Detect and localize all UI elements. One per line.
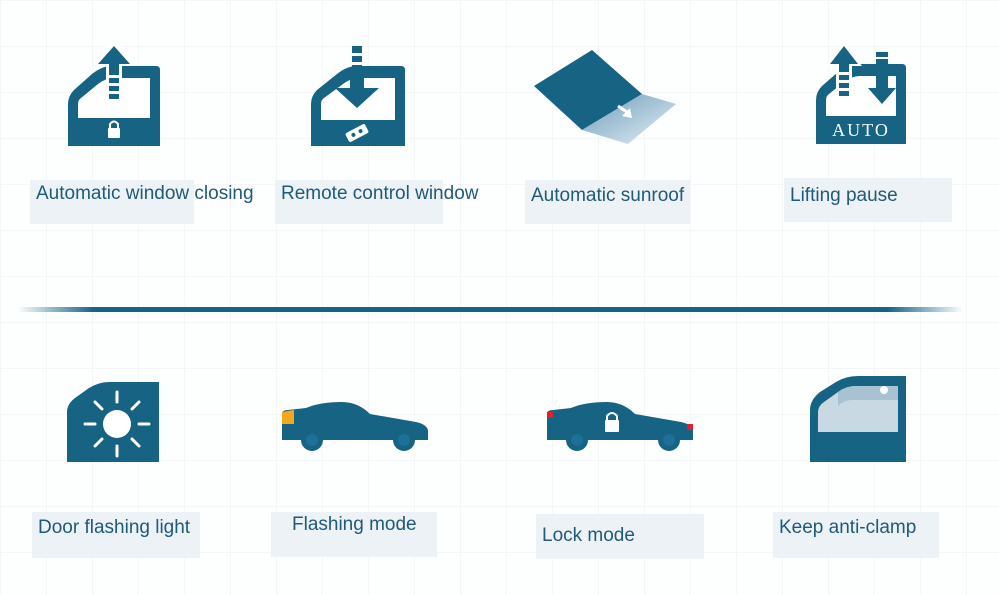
feature-label-automatic-window-closing: Automatic window closing bbox=[30, 180, 254, 224]
anti-clamp-door-icon bbox=[808, 376, 908, 462]
feature-label-lock-mode: Lock mode bbox=[536, 514, 704, 559]
car-flash-icon bbox=[280, 400, 430, 452]
window-auto-icon bbox=[814, 38, 908, 146]
window-up-lock-icon bbox=[66, 40, 162, 146]
feature-label-lifting-pause: Lifting pause bbox=[784, 178, 952, 222]
feature-label-door-flashing-light: Door flashing light bbox=[32, 512, 200, 558]
auto-badge-text: AUTO bbox=[832, 120, 890, 140]
feature-label-remote-control-window: Remote control window bbox=[275, 180, 478, 224]
car-lock-icon bbox=[545, 400, 695, 452]
feature-label-flashing-mode: Flashing mode bbox=[271, 512, 437, 557]
sunroof-icon bbox=[532, 50, 676, 144]
feature-label-automatic-sunroof: Automatic sunroof bbox=[525, 180, 690, 224]
section-divider bbox=[18, 307, 963, 312]
door-light-icon bbox=[65, 382, 161, 462]
feature-label-keep-anti-clamp: Keep anti-clamp bbox=[773, 512, 939, 558]
window-down-remote-icon bbox=[309, 44, 407, 146]
